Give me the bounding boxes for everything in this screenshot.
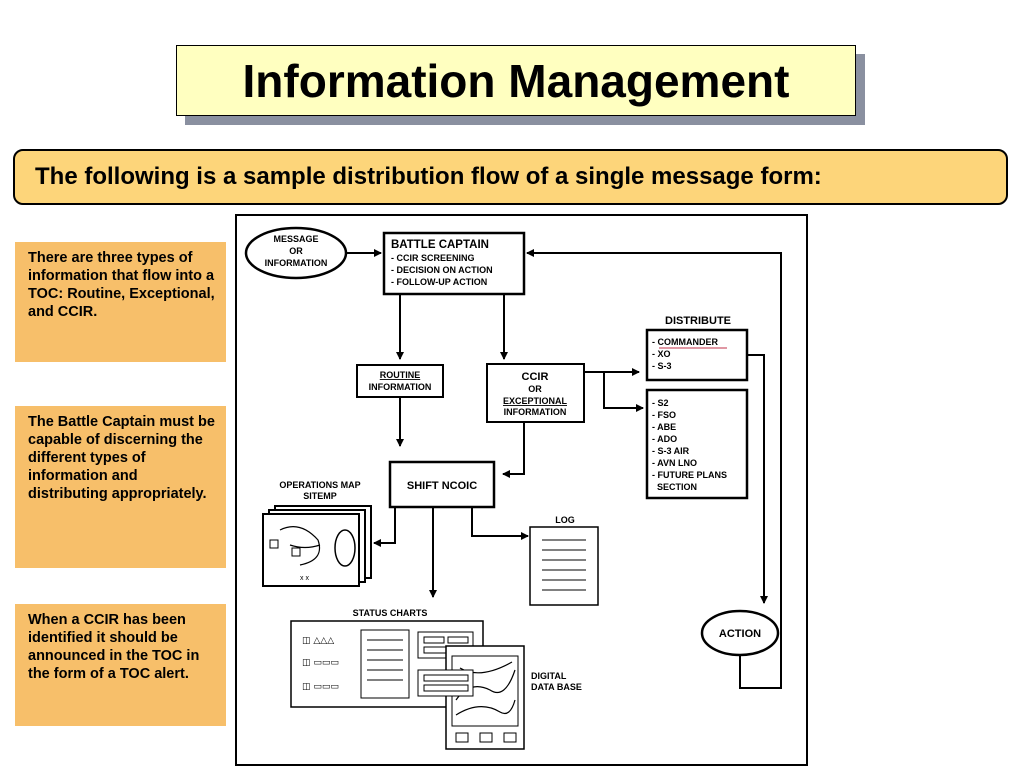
message-node: MESSAGE OR INFORMATION	[244, 226, 348, 280]
note-info-types: There are three types of information tha…	[15, 242, 226, 362]
routine-node: ROUTINE INFORMATION	[356, 364, 444, 398]
dist2-item-1: - S2	[652, 398, 669, 408]
arrow-ncoic-to-map	[373, 507, 396, 547]
status-charts-icon: ◫ △△△ ◫ ▭▭▭ ◫ ▭▭▭	[290, 620, 484, 708]
ops-map-line2: SITEMP	[303, 491, 337, 501]
bc-item-3: - FOLLOW-UP ACTION	[391, 277, 487, 287]
subtitle-banner: The following is a sample distribution f…	[13, 149, 1008, 205]
digital-database-icon	[417, 645, 525, 750]
dist2-item-8: SECTION	[652, 482, 697, 492]
operations-map-icon: x x	[262, 505, 372, 587]
arrow-ccir-to-staff	[603, 372, 644, 412]
dist2-item-4: - ADO	[652, 434, 677, 444]
dist2-item-3: - ABE	[652, 422, 676, 432]
shift-ncoic-node: SHIFT NCOIC	[388, 460, 496, 509]
dist2-item-2: - FSO	[652, 410, 676, 420]
dist1-item-2: - XO	[652, 349, 671, 359]
svg-text:◫ ▭▭▭: ◫ ▭▭▭	[302, 658, 339, 668]
routine-line2: INFORMATION	[369, 382, 432, 392]
distribute-box-2: - S2 - FSO - ABE - ADO - S-3 AIR - AVN L…	[645, 388, 749, 500]
ops-map-line1: OPERATIONS MAP	[279, 480, 360, 490]
dist2-item-7: - FUTURE PLANS	[652, 470, 727, 480]
message-line2: OR	[289, 246, 303, 256]
message-line3: INFORMATION	[265, 258, 328, 268]
message-line1: MESSAGE	[273, 234, 318, 244]
digital-line1: DIGITAL	[531, 671, 567, 681]
shift-ncoic-label: SHIFT NCOIC	[407, 480, 477, 492]
svg-text:x x: x x	[300, 575, 309, 582]
page-title: Information Management	[176, 45, 856, 116]
dist1-item-3: - S-3	[652, 361, 672, 371]
distribute-box-1: - COMMANDER - XO - S-3	[645, 328, 749, 382]
svg-text:◫ ▭▭▭: ◫ ▭▭▭	[302, 682, 339, 692]
bc-item-1: - CCIR SCREENING	[391, 253, 475, 263]
battle-captain-node: BATTLE CAPTAIN - CCIR SCREENING - DECISI…	[382, 231, 526, 296]
dist1-item-1: - COMMANDER	[652, 337, 718, 347]
action-label: ACTION	[719, 628, 761, 640]
note-ccir-alert: When a CCIR has been identified it shoul…	[15, 604, 226, 726]
note-battle-captain: The Battle Captain must be capable of di…	[15, 406, 226, 568]
arrow-dist-to-action	[747, 354, 768, 604]
svg-text:◫ △△△: ◫ △△△	[302, 636, 334, 646]
digital-line2: DATA BASE	[531, 682, 582, 692]
bc-item-2: - DECISION ON ACTION	[391, 265, 493, 275]
bc-title: BATTLE CAPTAIN	[391, 239, 489, 251]
ccir-line1: CCIR	[522, 371, 549, 383]
distribute-label: DISTRIBUTE	[665, 315, 731, 327]
arrow-ccir-to-ncoic	[502, 422, 525, 478]
ccir-line4: INFORMATION	[504, 407, 567, 417]
ccir-line2: OR	[528, 384, 542, 394]
action-node: ACTION	[700, 609, 780, 657]
ccir-line3: EXCEPTIONAL	[503, 396, 568, 406]
ccir-node: CCIR OR EXCEPTIONAL INFORMATION	[486, 363, 585, 423]
arrow-ncoic-to-log	[471, 507, 529, 540]
arrow-action-feedback	[526, 249, 782, 689]
routine-line1: ROUTINE	[380, 370, 421, 380]
log-label: LOG	[555, 515, 575, 525]
status-charts-label: STATUS CHARTS	[353, 608, 428, 618]
subtitle-text: The following is a sample distribution f…	[35, 163, 822, 190]
dist2-item-5: - S-3 AIR	[652, 446, 690, 456]
dist2-item-6: - AVN LNO	[652, 458, 697, 468]
log-icon	[529, 526, 599, 606]
